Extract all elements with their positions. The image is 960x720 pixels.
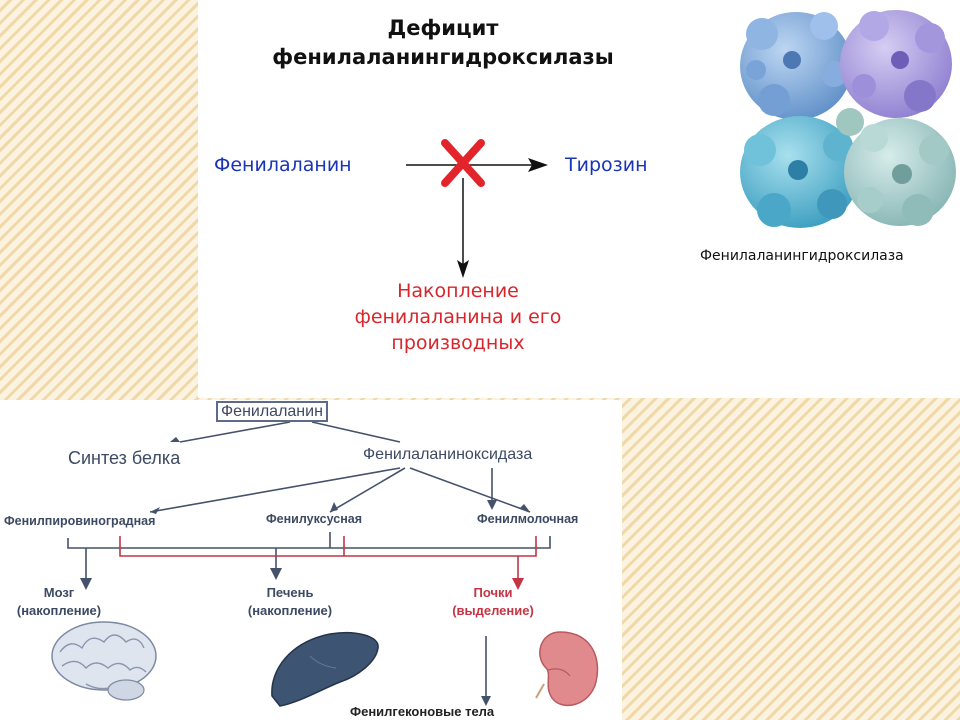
red-connector [119, 536, 537, 580]
title-line-1: Дефицит [387, 16, 499, 40]
protein-subunit-violet [840, 10, 952, 118]
accumulation-line-3: производных [391, 332, 525, 354]
protein-linker [836, 108, 864, 136]
scheme-bottom-text: Фенилгеконовые тела [350, 704, 495, 719]
enzyme-caption: Фенилаланингидроксилаза [700, 248, 904, 264]
title-line-2: фенилаланингидроксилазы [272, 45, 614, 69]
organ-brain-name: Мозг [43, 585, 75, 600]
protein-subunit-cyan [740, 116, 860, 228]
protein-subunit-sage [844, 118, 956, 226]
organ-brain-note: (накопление) [16, 603, 102, 618]
brain-icon [51, 621, 157, 701]
organ-liver-name: Печень [266, 585, 314, 600]
product-label: Тирозин [565, 154, 648, 176]
kidney-icon [535, 631, 599, 707]
scheme-branch-right: Фенилаланиноксидаза [363, 446, 533, 463]
protein-subunit-blue [740, 12, 852, 120]
scheme-branch-left: Синтез белка [68, 448, 181, 468]
reaction-arrows [406, 139, 548, 278]
metabolite-1: Фенилпировиноградная [4, 514, 156, 528]
organ-kidney-name: Почки [473, 585, 513, 600]
metabolite-3: Фенилмолочная [477, 512, 579, 526]
metabolism-scheme: Фенилаланин Синтез белка Фенилаланинокси… [0, 400, 622, 720]
substrate-label: Фенилаланин [214, 154, 352, 176]
metabolite-2: Фенилуксусная [266, 512, 363, 526]
accumulation-line-2: фенилаланина и его [354, 306, 562, 328]
arrowhead-bottom-icon [481, 696, 491, 706]
accumulation-line-1: Накопление [397, 280, 519, 302]
top-panel: Дефицит фенилаланингидроксилазы Фенилала… [198, 0, 960, 398]
arrowhead-down-icon [457, 260, 469, 278]
scheme-root: Фенилаланин [216, 401, 328, 422]
organ-kidney-label: Почки (выделение) [436, 584, 550, 620]
accumulation-text: Накопление фенилаланина и его производны… [323, 278, 593, 356]
protein-structure-image [740, 10, 956, 228]
arrowhead-liver-icon [270, 568, 282, 580]
organ-liver-label: Печень (накопление) [232, 584, 348, 620]
arrowhead-kidney-icon [512, 578, 524, 590]
arrowhead-right-icon [528, 158, 548, 172]
block-cross-icon [441, 139, 485, 187]
organ-liver-note: (накопление) [247, 603, 333, 618]
organ-brain-label: Мозг (накопление) [4, 584, 114, 620]
organ-kidney-note: (выделение) [452, 603, 534, 618]
arrowhead-brain-icon [80, 578, 92, 590]
diagram-title: Дефицит фенилаланингидроксилазы [198, 14, 688, 72]
scheme-connectors [51, 421, 599, 707]
liver-icon [271, 632, 379, 707]
